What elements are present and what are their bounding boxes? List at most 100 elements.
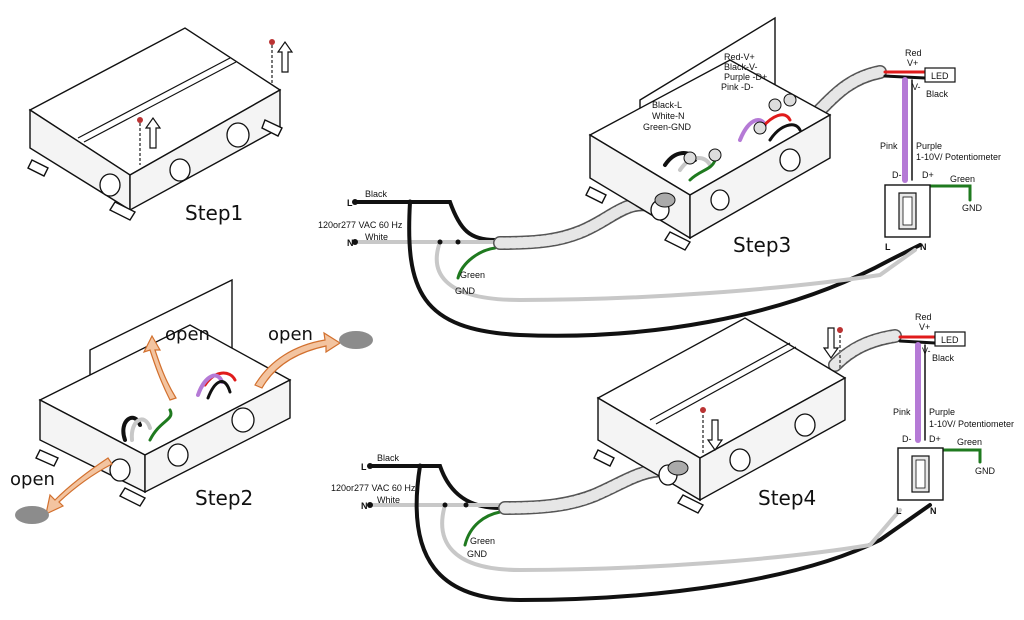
black-vminus-wire <box>898 339 937 345</box>
switch-L-label: L <box>885 242 891 252</box>
white-wire-label: White <box>365 232 388 242</box>
box-inner-black-label: Black-L <box>652 100 682 110</box>
box-inner-white-label: White-N <box>652 111 685 121</box>
black-loop-wire <box>414 464 932 603</box>
vminus-label: V- <box>922 346 931 356</box>
knockout-disc <box>15 506 49 524</box>
step2-panel: open open open Step2 <box>10 278 373 524</box>
led-box <box>924 67 956 83</box>
step4-panel: L N Black White 120or277 VAC 60 Hz Green… <box>331 312 1014 603</box>
dimmer-switch <box>897 447 944 501</box>
step1-panel: Step1 <box>27 27 294 225</box>
wire-nut-icon <box>708 148 722 162</box>
open-arrow-left: open <box>10 457 113 524</box>
arrow-up-icon <box>276 40 294 73</box>
green-right-label: Green <box>957 437 982 447</box>
open-label-top: open <box>165 324 210 345</box>
green-wire-label: Green <box>460 270 485 280</box>
pink-label: Pink <box>893 407 911 417</box>
open-arrow-right: open <box>254 324 373 389</box>
ground-right-wire <box>935 448 982 464</box>
white-loop-wire <box>434 240 917 303</box>
step2-label: Step2 <box>195 486 253 510</box>
black-line-wire <box>353 200 497 242</box>
lid-red-label: Red-V+ <box>724 52 755 62</box>
step4-junction-box <box>593 317 847 514</box>
screw-icon <box>837 327 843 333</box>
voltage-label: 120or277 VAC 60 Hz <box>318 220 403 230</box>
dminus-label: D- <box>902 434 912 444</box>
pink-label: Pink <box>880 141 898 151</box>
arrow-up-icon <box>144 116 162 149</box>
dimmer-label: 1-10V/ Potentiometer <box>916 152 1001 162</box>
knockout-disc <box>339 331 373 349</box>
step2-junction-box <box>35 278 292 507</box>
open-label-right: open <box>268 324 313 345</box>
step3-label: Step3 <box>733 233 791 257</box>
dimmer-switch <box>884 184 931 238</box>
led-label: LED <box>941 335 959 345</box>
led-label: LED <box>931 71 949 81</box>
white-loop-wire <box>440 503 902 573</box>
vplus-label: V+ <box>919 322 930 332</box>
box-inner-green-label: Green-GND <box>643 122 692 132</box>
white-wire-label: White <box>377 495 400 505</box>
arrow-down-icon <box>706 419 724 452</box>
step3-junction-box <box>585 16 832 251</box>
step1-label: Step1 <box>185 201 243 225</box>
screw-icon <box>700 407 706 413</box>
open-label-left: open <box>10 469 55 490</box>
gnd-right-label: GND <box>975 466 996 476</box>
red-label: Red <box>905 48 922 58</box>
conduit-connector <box>667 460 689 476</box>
wire-nut-icon <box>753 121 767 135</box>
red-label: Red <box>915 312 932 322</box>
dminus-label: D- <box>892 170 902 180</box>
black-wire-label: Black <box>377 453 400 463</box>
conduit-connector <box>654 192 676 208</box>
vplus-label: V+ <box>907 58 918 68</box>
black-out-label: Black <box>926 89 949 99</box>
ground-wire <box>456 246 497 280</box>
lid-purple-label: Purple -D+ <box>724 72 767 82</box>
purple-label: Purple <box>929 407 955 417</box>
wire-nut-icon <box>783 93 797 107</box>
step4-label: Step4 <box>758 486 816 510</box>
dplus-label: D+ <box>929 434 941 444</box>
gnd-right-label: GND <box>962 203 983 213</box>
black-line-wire <box>368 464 502 510</box>
step1-junction-box <box>27 27 294 221</box>
step3-panel: L N Black White 120or277 VAC 60 Hz Green… <box>318 16 1001 338</box>
switch-L-label: L <box>896 506 902 516</box>
green-right-label: Green <box>950 174 975 184</box>
purple-label: Purple <box>916 141 942 151</box>
wire-nut-icon <box>768 98 782 112</box>
dimmer-label: 1-10V/ Potentiometer <box>929 419 1014 429</box>
ground-right-wire <box>928 184 972 202</box>
switch-N-label: N <box>920 242 927 252</box>
voltage-label: 120or277 VAC 60 Hz <box>331 483 416 493</box>
terminal-L: L <box>347 198 353 208</box>
gnd-label: GND <box>467 549 488 559</box>
arrow-down-icon <box>822 327 840 360</box>
screw-icon <box>269 39 275 45</box>
lid-pink-label: Pink -D- <box>721 82 754 92</box>
green-wire-label: Green <box>470 536 495 546</box>
lid-black-label: Black-V- <box>724 62 758 72</box>
ground-wire <box>463 510 502 547</box>
wire-nut-icon <box>683 151 697 165</box>
terminal-N: N <box>361 501 368 511</box>
black-out-label: Black <box>932 353 955 363</box>
open-arrow-top: open <box>142 324 210 401</box>
gnd-label: GND <box>455 286 476 296</box>
black-loop-wire <box>407 200 922 338</box>
led-box <box>934 331 966 347</box>
terminal-N: N <box>347 238 354 248</box>
vminus-label: V- <box>912 82 921 92</box>
dplus-label: D+ <box>922 170 934 180</box>
screw-icon <box>137 117 143 123</box>
switch-N-label: N <box>930 506 937 516</box>
terminal-L: L <box>361 462 367 472</box>
black-wire-label: Black <box>365 189 388 199</box>
